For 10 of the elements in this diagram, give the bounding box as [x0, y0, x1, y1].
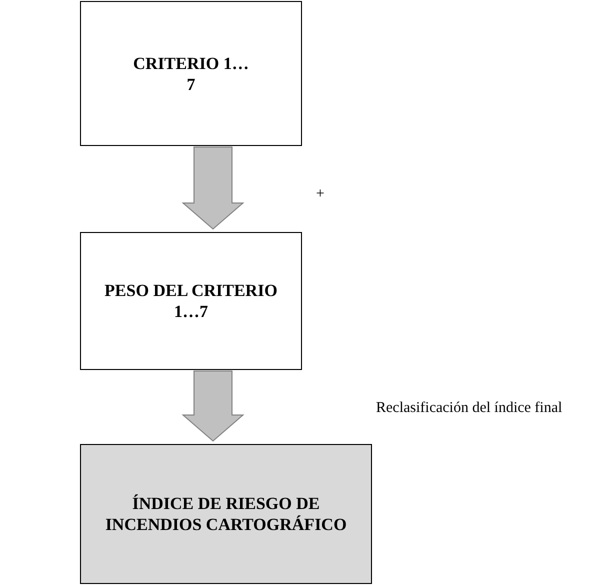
process-box	[80, 232, 302, 370]
box-label: PESO DEL CRITERIO 1…7	[104, 280, 278, 322]
block-arrow	[182, 146, 244, 230]
process-box	[80, 444, 372, 584]
note-label: Reclasificación del índice final	[376, 399, 562, 418]
process-box	[80, 1, 302, 146]
box-label: CRITERIO 1…7	[132, 52, 250, 94]
note-label: +	[316, 185, 324, 204]
box-label: ÍNDICE DE RIESGO DE INCENDIOS CARTOGRÁFICO	[104, 493, 348, 535]
block-arrow	[182, 370, 244, 442]
